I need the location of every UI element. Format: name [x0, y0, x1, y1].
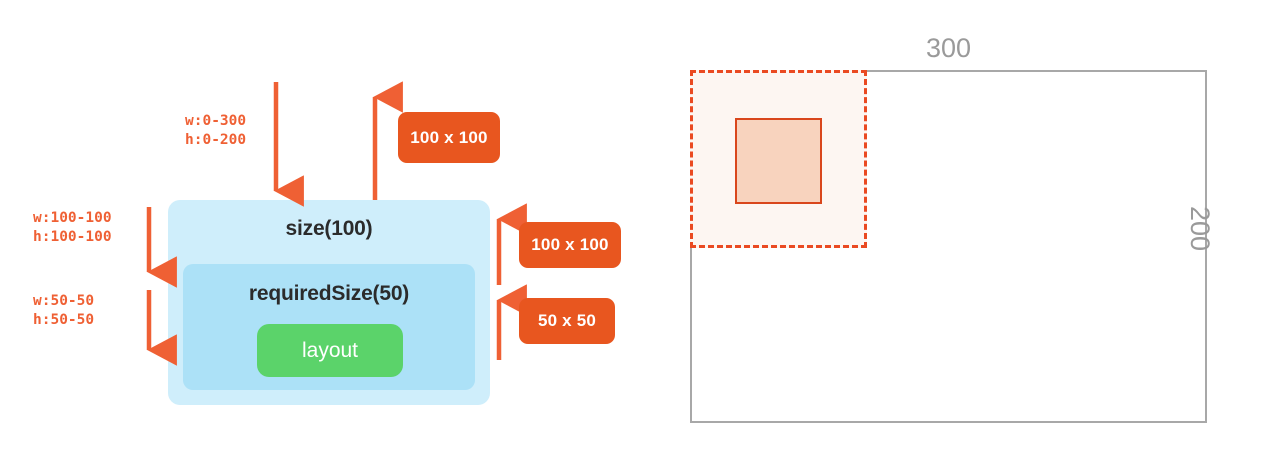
required-size-box: requiredSize(50) layout — [183, 264, 475, 390]
badge-size-result-inner: 50 x 50 — [519, 298, 615, 344]
width-dimension-label: 300 — [925, 33, 972, 63]
layout-box: layout — [257, 324, 403, 377]
required-size-box-label: requiredSize(50) — [248, 282, 410, 305]
layout-box-label: layout — [301, 338, 359, 362]
constraint-incoming-label: w:0-300 h:0-200 — [185, 113, 247, 148]
badge-size-result-outer: 100 x 100 — [519, 222, 621, 268]
badge-size-result-top: 100 x 100 — [398, 112, 500, 163]
constraint-outer-label: w:100-100 h:100-100 — [33, 210, 112, 245]
size-box: size(100) requiredSize(50) layout — [168, 200, 490, 405]
required-size-area-rect — [735, 118, 822, 204]
height-dimension-label: 200 — [1185, 206, 1215, 252]
constraint-inner-label: w:50-50 h:50-50 — [33, 293, 95, 328]
size-box-label: size(100) — [285, 217, 373, 240]
